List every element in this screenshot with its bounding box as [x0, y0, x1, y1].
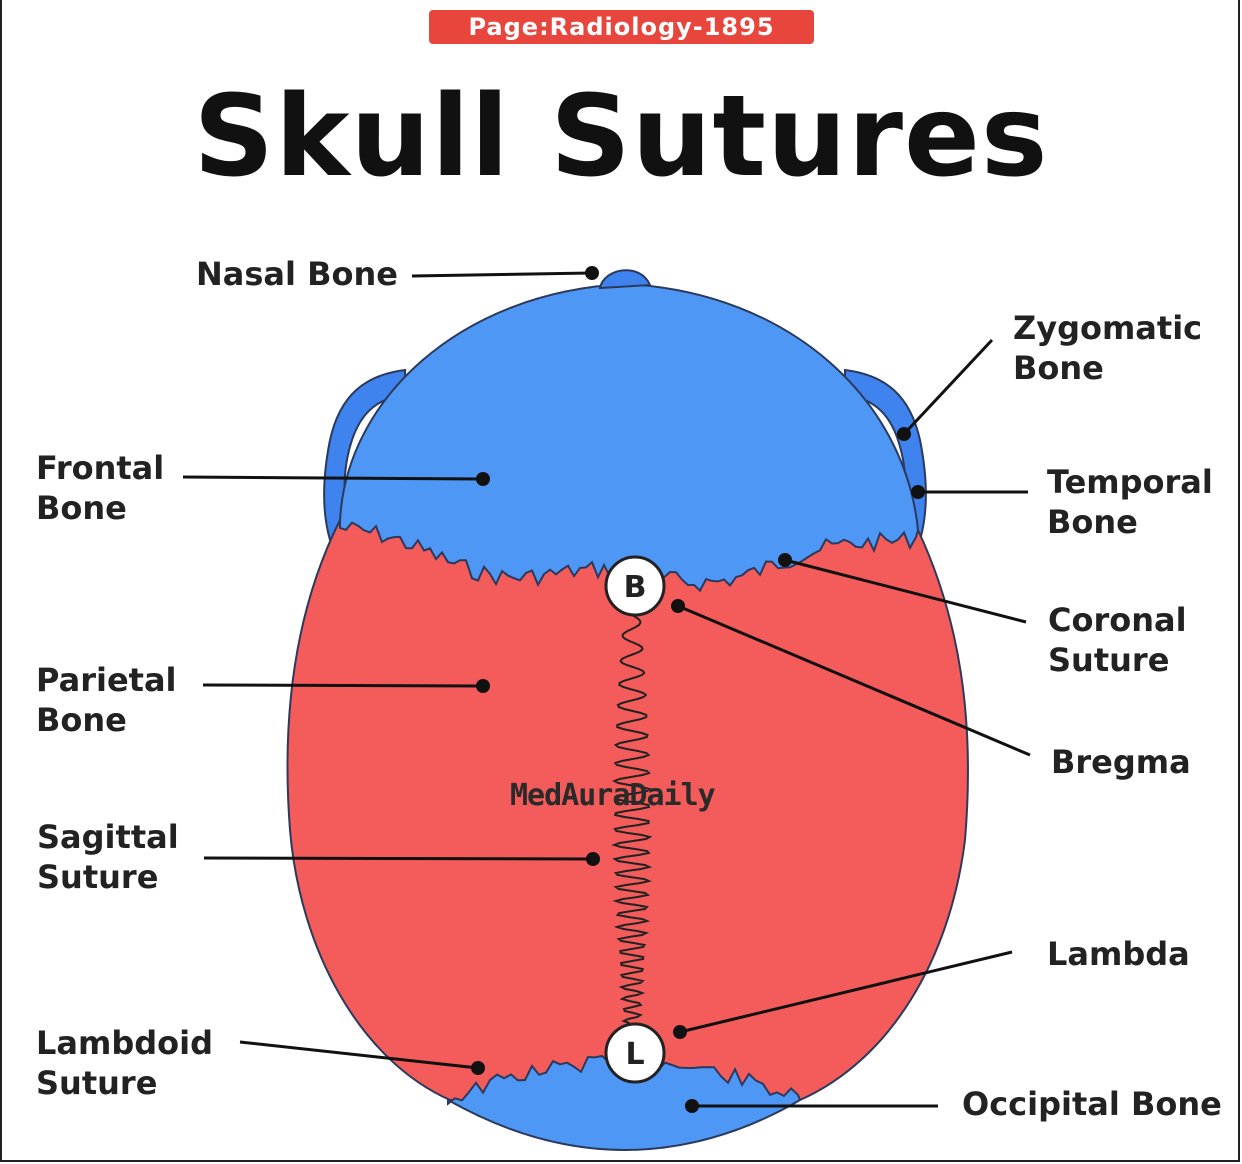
leader-coronal	[784, 558, 1027, 624]
watermark: MedAuraDaily	[510, 778, 716, 813]
leader-lambdoid	[239, 1040, 479, 1070]
label-sagittal-suture: Sagittal Suture	[37, 818, 179, 896]
leader-parietal	[202, 683, 484, 688]
dot-sagittal	[586, 852, 600, 866]
label-zygomatic-bone: Zygomatic Bone	[1013, 309, 1203, 387]
label-lambda: Lambda	[1047, 935, 1190, 973]
label-parietal-bone: Parietal Bone	[36, 661, 177, 739]
leader-nasal	[411, 271, 593, 278]
leader-frontal	[182, 475, 484, 481]
label-coronal-suture: Coronal Suture	[1048, 601, 1187, 679]
dot-coronal	[778, 553, 792, 567]
bregma-marker-label: B	[624, 570, 647, 605]
lambda-marker-label: L	[625, 1037, 644, 1072]
leader-lambda	[679, 950, 1013, 1034]
lambda-marker: L	[604, 1022, 666, 1084]
dot-zygomatic	[897, 427, 911, 441]
page-tag: Page:Radiology-1895	[429, 10, 814, 44]
dot-parietal	[476, 679, 490, 693]
page-title: Skull Sutures	[193, 72, 1049, 202]
dot-bregma	[671, 599, 685, 613]
label-nasal-bone: Nasal Bone	[196, 255, 398, 293]
leader-zygomatic	[902, 338, 994, 436]
nasal-bone	[598, 269, 652, 290]
label-occipital-bone: Occipital Bone	[962, 1085, 1222, 1123]
dot-frontal	[476, 472, 490, 486]
dot-occipital	[685, 1099, 699, 1113]
label-lambdoid-suture: Lambdoid Suture	[36, 1024, 213, 1102]
label-bregma: Bregma	[1051, 743, 1191, 781]
dot-nasal	[585, 266, 599, 280]
sagittal-suture	[611, 614, 653, 1024]
leader-bregma	[677, 604, 1031, 757]
dot-lambdoid	[471, 1061, 485, 1075]
occipital-bone	[447, 1054, 802, 1152]
label-temporal-bone: Temporal Bone	[1047, 463, 1213, 541]
dot-lambda	[673, 1025, 687, 1039]
bregma-marker: B	[604, 555, 666, 617]
dot-temporal	[911, 485, 925, 499]
label-frontal-bone: Frontal Bone	[36, 449, 165, 527]
leader-sagittal	[203, 856, 594, 861]
